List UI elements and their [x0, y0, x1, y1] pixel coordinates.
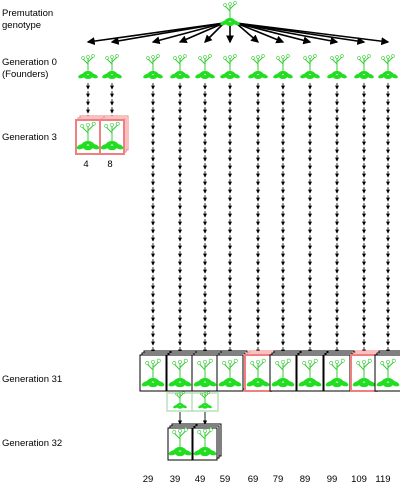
- generation-31-plant-plant: [168, 358, 192, 388]
- generation-32-plant: [192, 423, 222, 461]
- generation-31-plant-plant: [193, 358, 217, 388]
- founder-plant: [300, 54, 320, 79]
- founder-plant: [327, 54, 347, 79]
- founder-plant: [248, 54, 268, 79]
- line-label: 69: [248, 474, 259, 485]
- founder-plant: [78, 54, 98, 79]
- founder-arrow: [235, 22, 312, 45]
- progeny-plant: [198, 391, 212, 409]
- generation-31-plant: [139, 350, 171, 392]
- generation-31-plant-plant: [298, 358, 322, 388]
- generation-31-plant-plant: [352, 358, 376, 388]
- founder-arrow: [110, 22, 225, 45]
- founder-plant: [273, 54, 293, 79]
- founder-arrows: [86, 22, 390, 46]
- descent-chains: [86, 83, 390, 425]
- line-label: 4: [83, 159, 88, 170]
- founder-plant: [378, 54, 398, 79]
- generation-3-plant-plant: [100, 121, 124, 151]
- founder-plant: [102, 54, 122, 79]
- founder-arrow: [235, 22, 260, 43]
- generation-0-label: Generation 0 (Founders): [2, 57, 60, 80]
- generation-31-plant-plant: [218, 358, 242, 388]
- generation-32-label: Generation 32: [2, 438, 62, 449]
- generation-32-plant: [167, 423, 197, 461]
- plants-layer: [75, 1, 400, 461]
- line-label: 89: [300, 474, 311, 485]
- line-label: 8: [107, 159, 112, 170]
- founder-arrow: [151, 22, 225, 45]
- generation-31-plant-plant: [141, 358, 165, 388]
- founder-plant: [170, 54, 190, 79]
- line-label: 29: [143, 474, 154, 485]
- founder-arrow: [235, 22, 285, 44]
- generation-31-plant: [216, 350, 248, 392]
- founder-plant: [195, 54, 215, 79]
- line-label: 49: [195, 474, 206, 485]
- generation-31-label: Generation 31: [2, 374, 62, 385]
- founder-arrow: [204, 22, 225, 43]
- generation-31-plant: [191, 350, 223, 392]
- generation-31-plant: [374, 350, 400, 392]
- premutation-plant: [220, 1, 240, 26]
- generation-31-plant: [296, 350, 328, 392]
- line-labels: 4 8 29 39 49 59 69 79 89 99 109 119: [83, 159, 390, 485]
- generation-32-plant-plant: [193, 427, 217, 457]
- founder-arrow: [178, 22, 225, 44]
- generation-32-plant-plant: [168, 427, 192, 457]
- generation-31-plant-plant: [325, 358, 349, 388]
- generation-31-plant: [269, 350, 301, 392]
- generation-3-plant-plant: [76, 121, 100, 151]
- line-label: 79: [273, 474, 284, 485]
- generation-3-label: Generation 3: [2, 132, 57, 143]
- line-label: 39: [170, 474, 181, 485]
- generation-31-plant-plant: [271, 358, 295, 388]
- progeny-plant: [173, 391, 187, 409]
- founder-plant: [143, 54, 163, 79]
- founder-plant: [354, 54, 374, 79]
- line-label: 119: [375, 474, 390, 485]
- founder-arrow: [235, 22, 390, 46]
- founder-plant: [220, 54, 240, 79]
- premutation-label: Premutation genotype: [2, 8, 56, 31]
- generation-31-plant: [244, 350, 276, 392]
- line-label: 109: [351, 474, 367, 485]
- generation-31-plant: [323, 350, 355, 392]
- generation-31-plant-plant: [246, 358, 270, 388]
- line-label: 99: [327, 474, 338, 485]
- line-label: 59: [220, 474, 231, 485]
- generation-3-plant: [99, 115, 129, 155]
- generation-31-plant-plant: [376, 358, 400, 388]
